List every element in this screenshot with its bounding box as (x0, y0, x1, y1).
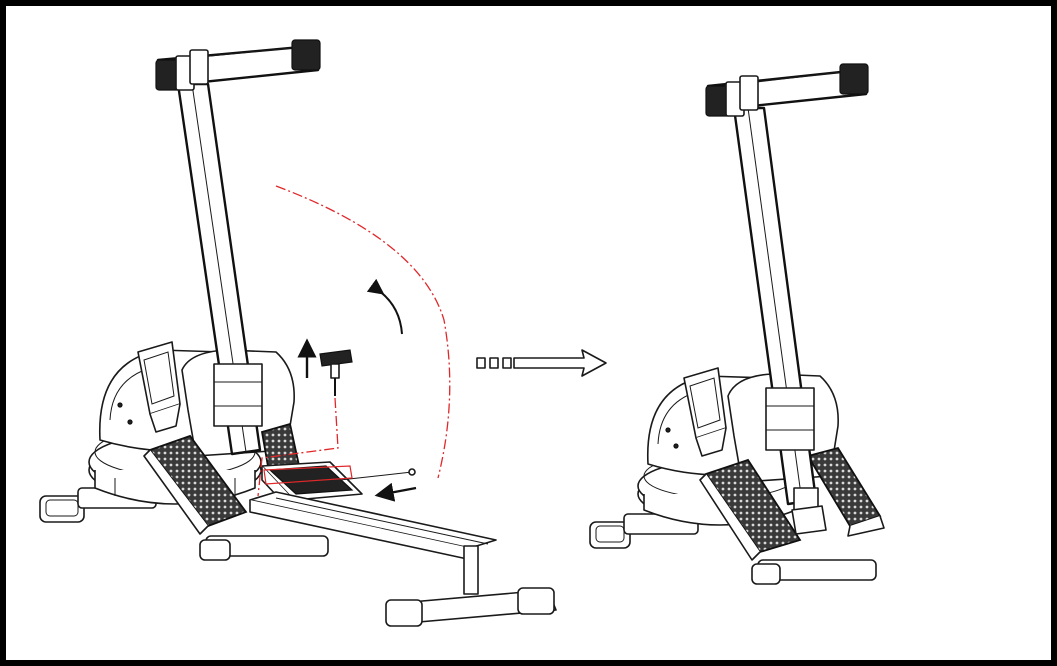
front-foot-right (751, 559, 877, 585)
front-foot-left (199, 535, 329, 561)
footplate-left-1 (143, 434, 248, 535)
rower-after-fold (589, 63, 885, 585)
locking-pin-left (339, 468, 416, 481)
rotation-arrow-icon (366, 278, 403, 335)
footplate-right-1 (699, 458, 802, 561)
rower-before-fold (39, 39, 557, 627)
rail-foot-left (385, 545, 557, 627)
monitor-right (683, 367, 727, 457)
upright-mast-left (176, 82, 263, 456)
insert-arrow-icon (374, 482, 417, 502)
upright-mast-right (732, 106, 827, 535)
handlebar-right (705, 63, 869, 117)
monitor-left (137, 341, 181, 433)
rear-foot-left (39, 487, 157, 523)
footplate-right-2 (806, 446, 885, 537)
fold-path-arc (257, 185, 451, 497)
transition-arrow-icon (476, 349, 607, 377)
locking-knob-icon (319, 349, 353, 396)
handlebar-left (155, 39, 321, 91)
